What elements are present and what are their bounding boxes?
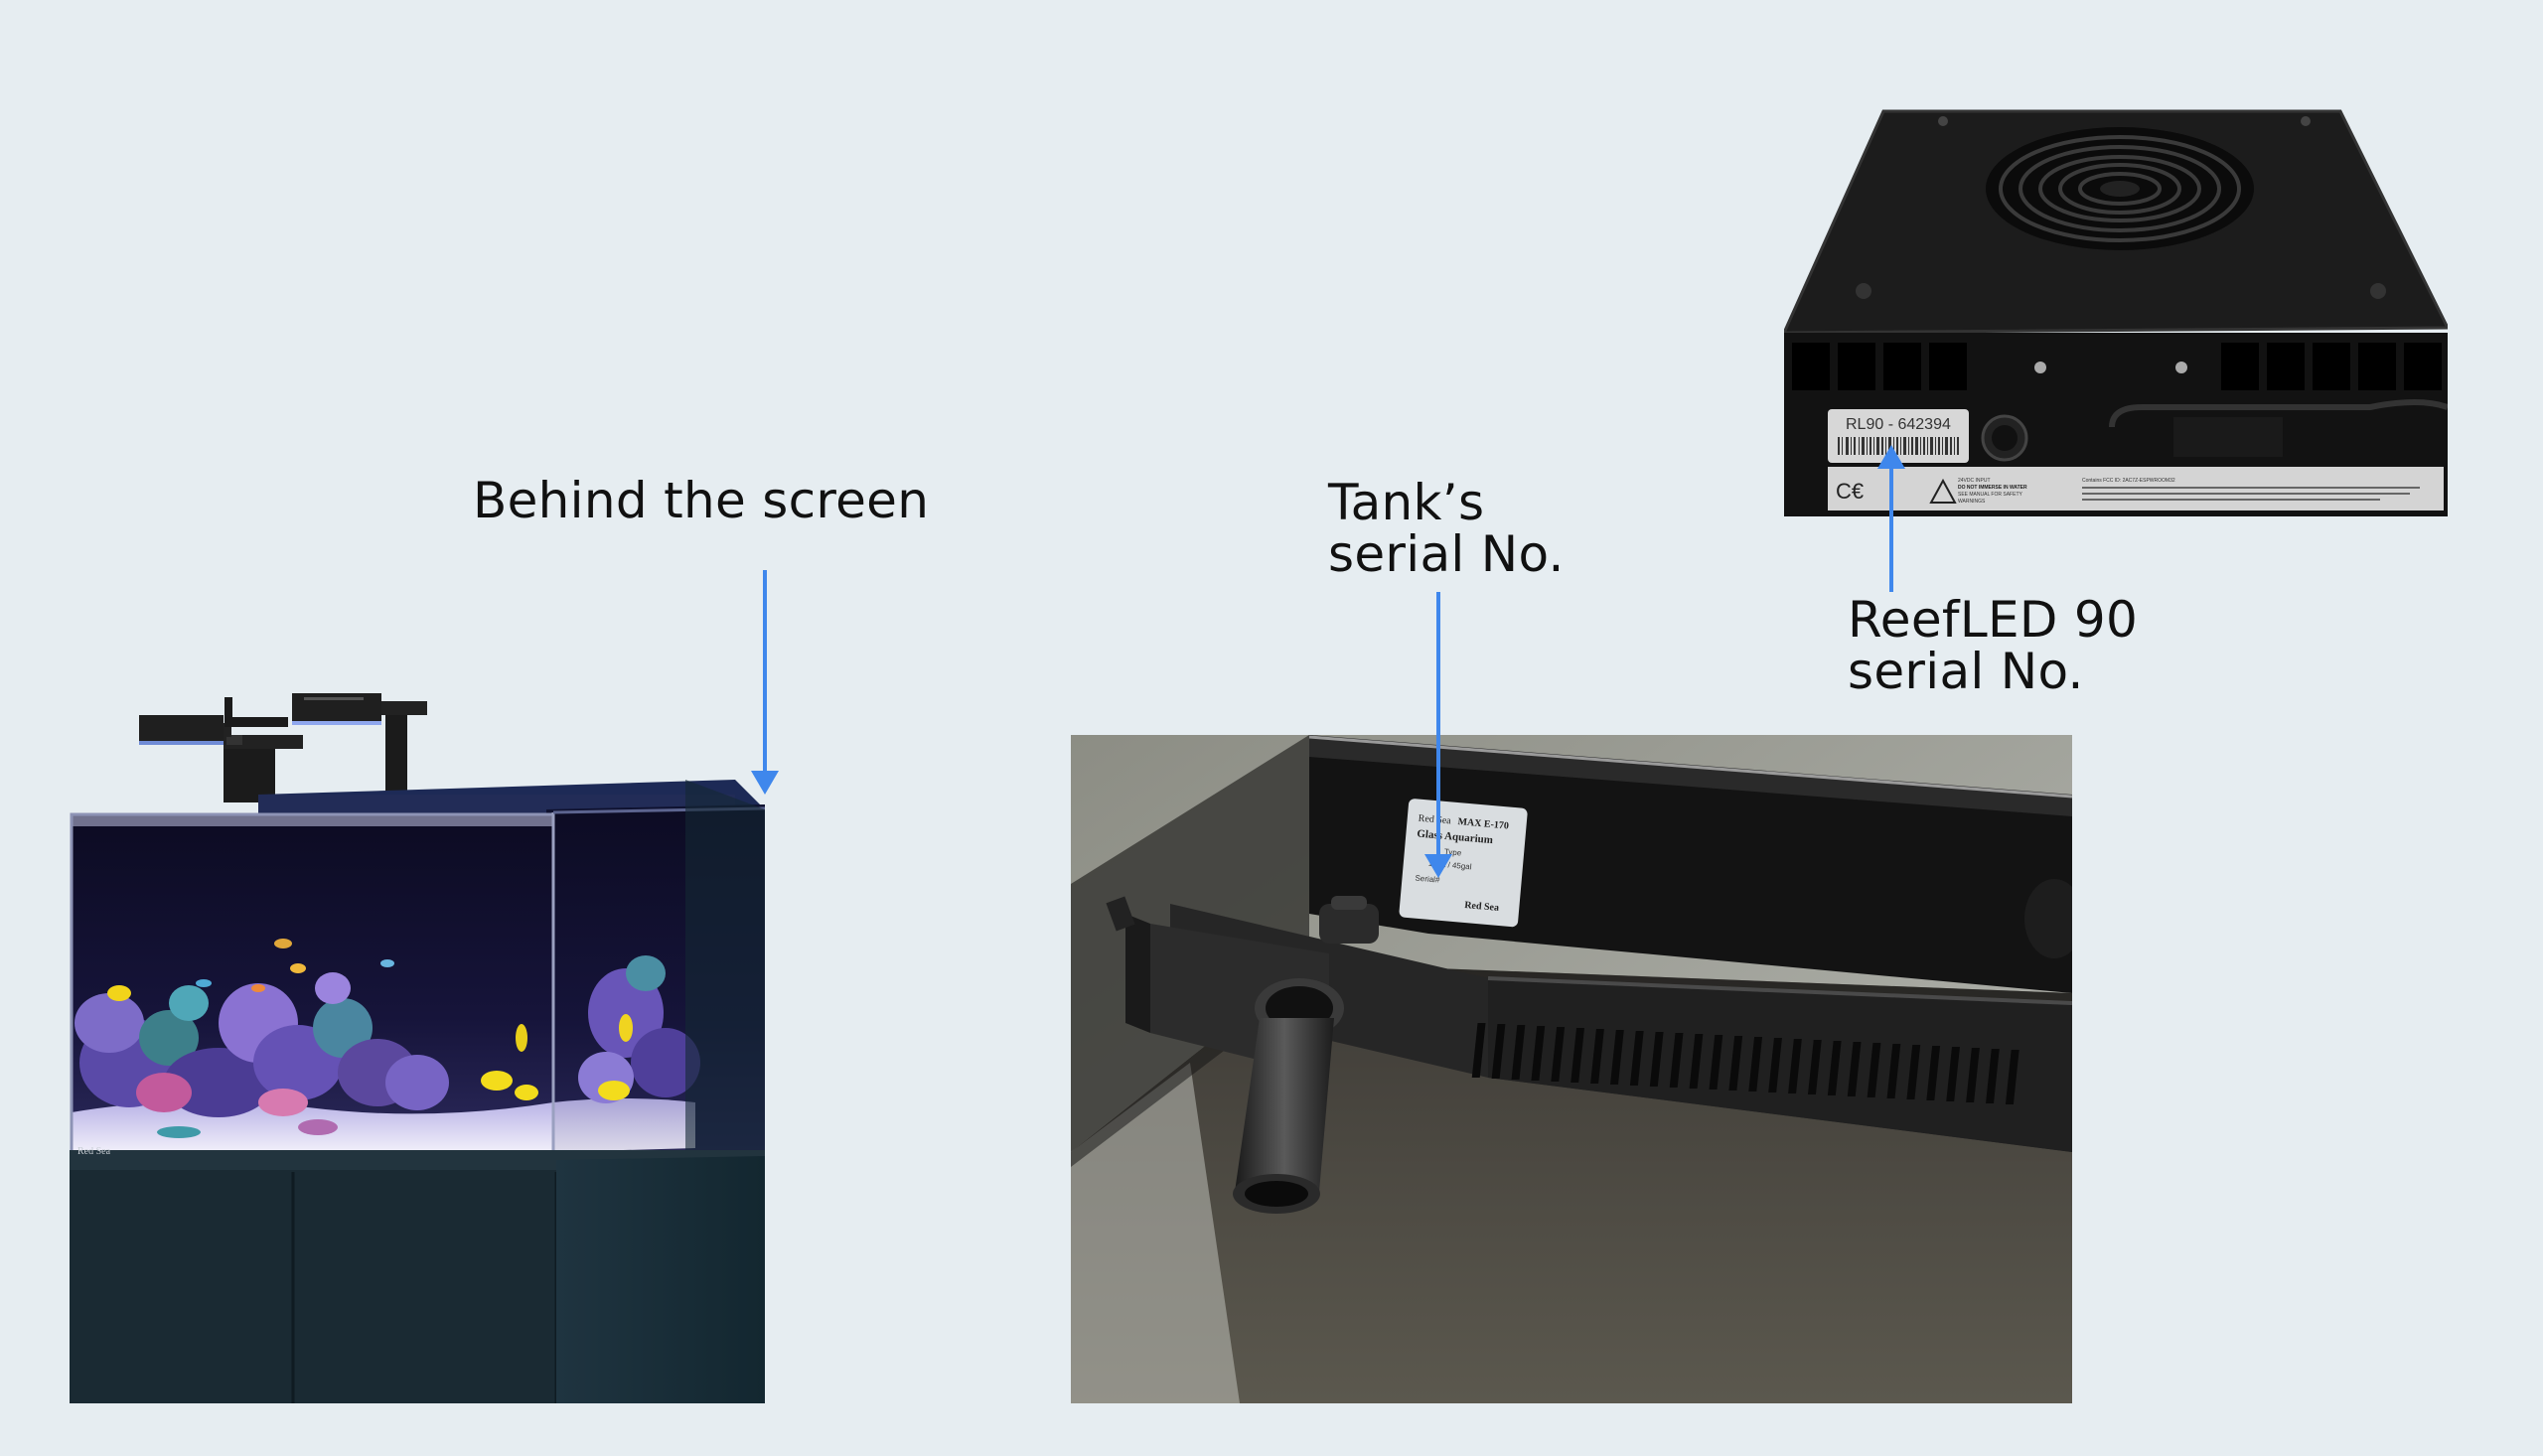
arrow-head-reefled-serial: [1877, 445, 1905, 469]
overflow-grate: [1471, 1023, 2019, 1104]
arrow-head-tank-serial: [1424, 854, 1452, 878]
svg-text:24VDC INPUT: 24VDC INPUT: [1958, 478, 1991, 484]
led-light-right: [292, 693, 427, 797]
coral-rocks: [75, 955, 700, 1138]
svg-text:SEE MANUAL FOR SAFETY: SEE MANUAL FOR SAFETY: [1958, 492, 2022, 498]
vent-slots: [1792, 343, 2442, 390]
svg-text:Red Sea: Red Sea: [1418, 813, 1451, 827]
label-reefled-serial: ReefLED 90 serial No.: [1848, 591, 2139, 700]
svg-text:MAX E-170: MAX E-170: [1457, 816, 1509, 831]
label-behind-the-screen: Behind the screen: [473, 472, 930, 529]
label-tank-serial: Tank’s serial No.: [1328, 474, 1565, 583]
svg-text:C€: C€: [1836, 479, 1864, 504]
svg-text:Serial#: Serial#: [1415, 874, 1440, 885]
reefled-90-photo: RL90 - 642394 C€ 24VDC INPUT DO NOT IMME…: [1784, 109, 2448, 516]
svg-text:WARNINGS: WARNINGS: [1958, 499, 1986, 505]
arrow-head-behind-screen: [751, 771, 779, 795]
reefled-serial-sticker: RL90 - 642394: [1828, 409, 1969, 463]
svg-text:DO NOT IMMERSE IN WATER: DO NOT IMMERSE IN WATER: [1958, 485, 2027, 491]
led-light-left: [139, 697, 303, 802]
svg-text:Type: Type: [1444, 847, 1463, 858]
cabinet-logo: Red Sea: [77, 1146, 111, 1157]
svg-text:RL90 - 642394: RL90 - 642394: [1846, 416, 1951, 433]
fish: [107, 939, 633, 1100]
tank-interior-photo: Red Sea MAX E-170 Glass Aquarium Type 17…: [1071, 735, 2072, 1403]
return-pipe: [1233, 978, 1344, 1214]
svg-text:Red Sea: Red Sea: [1464, 900, 1500, 914]
aquarium-photo: Red Sea: [70, 693, 765, 1403]
fan-grille: [1986, 127, 2254, 250]
svg-text:Contains FCC ID: 2AC7Z-ESPWROO: Contains FCC ID: 2AC7Z-ESPWROOM32: [2082, 478, 2175, 484]
